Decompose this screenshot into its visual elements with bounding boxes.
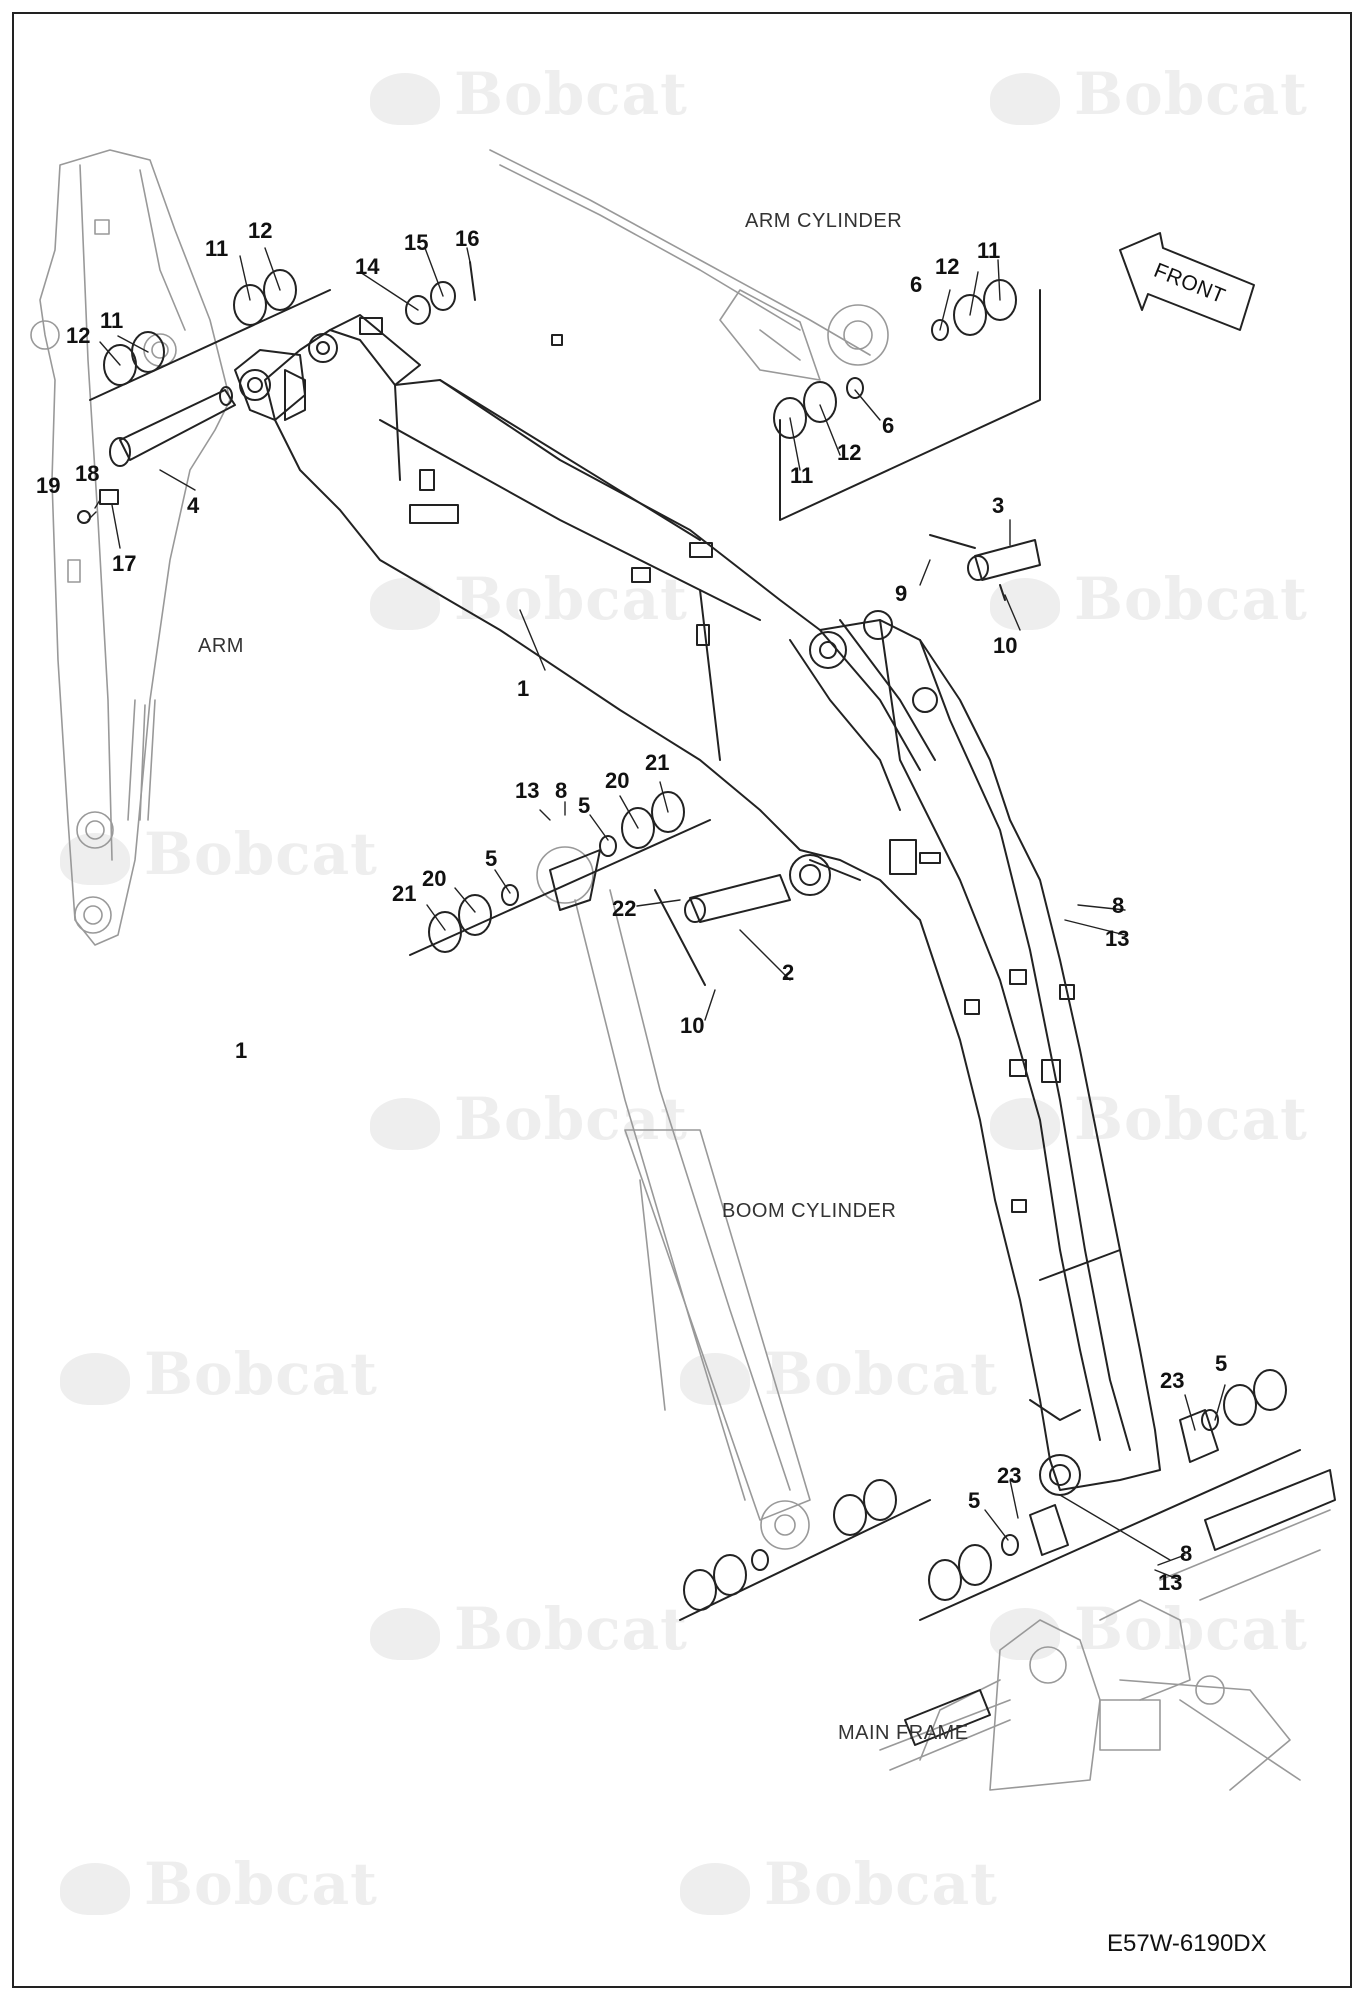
callout-number: 5: [578, 793, 591, 818]
callout-number: 23: [997, 1463, 1022, 1488]
document-id: E57W-6190DX: [1107, 1930, 1267, 1957]
callout-number: 20: [422, 866, 447, 891]
boom-cylinder-label: BOOM CYLINDER: [722, 1200, 897, 1222]
washers-middle: [409, 791, 711, 956]
callout-number: 15: [404, 230, 429, 255]
watermark-logo: Bobcat: [680, 1340, 998, 1408]
callout-number: 10: [993, 633, 1018, 658]
callout-number: 11: [205, 236, 229, 261]
callout-number: 12: [66, 323, 91, 348]
watermark-logo: Bobcat: [370, 565, 688, 633]
callout-number: 9: [895, 581, 908, 606]
callout-number: 11: [977, 238, 1001, 263]
callout-number: 6: [910, 272, 923, 297]
callout-number: 13: [515, 778, 540, 803]
callout-number: 11: [100, 308, 124, 333]
arm-cylinder-label: ARM CYLINDER: [745, 210, 903, 232]
callout-number: 8: [1112, 893, 1125, 918]
callout-number: 12: [248, 218, 273, 243]
callout-number: 18: [75, 461, 100, 486]
callout-number: 21: [645, 750, 670, 775]
watermark-logo: Bobcat: [370, 60, 688, 128]
callout-number: 8: [555, 778, 568, 803]
callout-number: 17: [112, 551, 137, 576]
callout-number: 20: [605, 768, 630, 793]
callout-number: 23: [1160, 1368, 1185, 1393]
drawing-frame: [12, 12, 1352, 1988]
watermark-logo: Bobcat: [990, 60, 1308, 128]
callout-number: 1: [235, 1038, 248, 1063]
callout-number: 4: [187, 493, 200, 518]
boom-brackets: [409, 334, 1075, 1213]
callout-number: 16: [455, 226, 480, 251]
front-arrow-icon: [1119, 232, 1255, 331]
main-frame-outline: [879, 1509, 1331, 1791]
watermark-logo: Bobcat: [990, 1085, 1308, 1153]
boom-cylinder-outline: [536, 846, 811, 1550]
callout-number: 10: [680, 1013, 705, 1038]
callout-number: 19: [36, 473, 61, 498]
boom-top-clevis: [234, 314, 421, 421]
watermark-logo: Bobcat: [990, 1595, 1308, 1663]
callout-number: 11: [790, 463, 814, 488]
watermark-logo: Bobcat: [60, 1340, 378, 1408]
watermark-logo: Bobcat: [370, 1595, 688, 1663]
boom-pins: [654, 534, 1041, 986]
callout-number: 5: [1215, 1351, 1228, 1376]
callout-number: 22: [612, 896, 637, 921]
callout-number: 5: [968, 1488, 981, 1513]
arm-cylinder-outline: [489, 149, 889, 381]
boom-body: [264, 329, 1161, 1496]
callout-number: 8: [1180, 1541, 1193, 1566]
washers-lower: [679, 1369, 1336, 1746]
leader-lines: [87, 247, 1226, 1581]
main-frame-label: MAIN FRAME: [838, 1722, 969, 1744]
callout-number: 5: [485, 846, 498, 871]
washers-upper-right: [773, 279, 1041, 521]
watermark-logo: Bobcat: [370, 1085, 688, 1153]
callout-number: 12: [935, 254, 960, 279]
arm-label: ARM: [198, 635, 244, 657]
callout-number: 6: [882, 413, 895, 438]
callout-number: 21: [392, 881, 417, 906]
watermark-logo: Bobcat: [680, 1850, 998, 1918]
callout-number: 13: [1105, 926, 1130, 951]
arm-outline: [30, 149, 231, 946]
callout-number: 2: [782, 960, 795, 985]
callout-number: 14: [355, 254, 380, 279]
watermark-logo: Bobcat: [990, 565, 1308, 633]
washers-upper-left: [89, 261, 476, 401]
callout-number: 12: [837, 440, 862, 465]
watermark-logo: Bobcat: [60, 1850, 378, 1918]
watermark-logo: Bobcat: [60, 820, 378, 888]
arm-pin-assembly: [77, 386, 236, 524]
callout-number: 3: [992, 493, 1005, 518]
callout-number: 13: [1158, 1570, 1183, 1595]
callout-number: 1: [517, 676, 530, 701]
